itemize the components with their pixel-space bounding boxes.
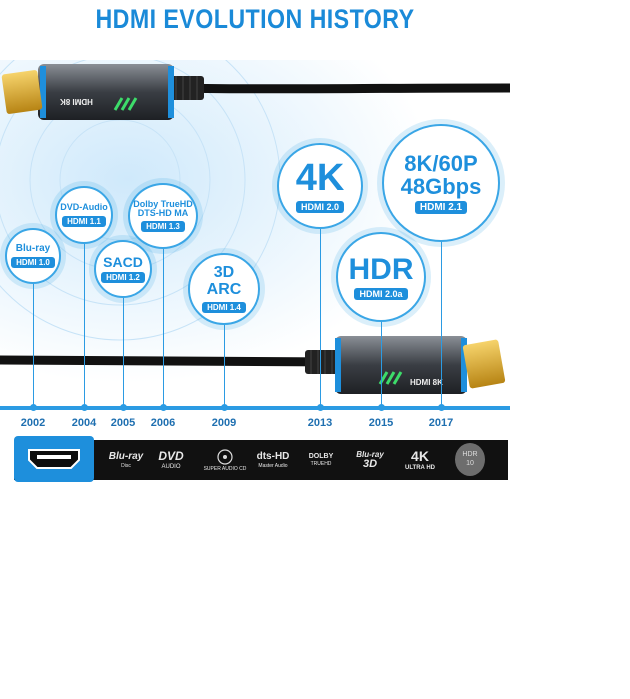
milestone-badge: HDMI 1.1 bbox=[62, 215, 106, 227]
timeline-dot bbox=[317, 404, 324, 411]
year-label: 2015 bbox=[368, 417, 394, 429]
page-title: HDMI EVOLUTION HISTORY bbox=[95, 4, 415, 34]
top-connector-label: HDMI 8K bbox=[60, 97, 93, 106]
year-label: 2005 bbox=[110, 417, 136, 429]
timeline-dot bbox=[120, 404, 127, 411]
milestone-title-line2: 48Gbps bbox=[400, 174, 482, 199]
stem-2017 bbox=[441, 240, 442, 407]
format-logo-bar bbox=[14, 440, 508, 480]
dolby-truehd-logo: DOLBY TRUEHD bbox=[308, 453, 334, 467]
stem-2004 bbox=[84, 232, 85, 407]
stem-2015 bbox=[381, 320, 382, 407]
milestone-badge: HDMI 1.0 bbox=[11, 257, 55, 269]
milestone-bubble-2017: 8K/60P 48Gbps HDMI 2.1 bbox=[382, 124, 500, 242]
milestone-bubble-2015: HDR HDMI 2.0a bbox=[336, 232, 426, 322]
milestone-bubble-2002: Blu-ray HDMI 1.0 bbox=[5, 228, 61, 284]
hdmi-port-icon bbox=[14, 436, 94, 482]
timeline-dot bbox=[221, 404, 228, 411]
top-connector-plug bbox=[1, 70, 43, 114]
dvd-audio-logo: DVD AUDIO bbox=[158, 449, 184, 470]
milestone-title: DVD-Audio bbox=[60, 202, 108, 213]
year-label: 2009 bbox=[211, 417, 237, 429]
timeline-dot bbox=[30, 404, 37, 411]
milestone-title: Blu-ray bbox=[15, 242, 51, 254]
bottom-cable bbox=[0, 355, 341, 367]
super-audio-cd-logo: SUPER AUDIO CD bbox=[200, 440, 250, 480]
top-cable-strain-relief bbox=[170, 76, 204, 100]
milestone-title: HDR bbox=[348, 252, 414, 286]
milestone-badge: HDMI 1.3 bbox=[141, 221, 185, 233]
milestone-title-line2: DTS-HD MA bbox=[137, 208, 189, 218]
bottom-connector-label: HDMI 8K bbox=[410, 378, 443, 387]
milestone-title: 4K bbox=[295, 156, 345, 199]
bottom-connector-plug bbox=[462, 339, 506, 389]
milestone-badge: HDMI 1.2 bbox=[101, 272, 145, 284]
year-label: 2017 bbox=[428, 417, 454, 429]
year-label: 2002 bbox=[20, 417, 46, 429]
bluray-disc-logo: Blu-ray Disc bbox=[108, 450, 144, 469]
stem-2005 bbox=[123, 285, 124, 407]
milestone-title-line1: 8K/60P bbox=[404, 150, 478, 176]
bluray-3d-logo: Blu-ray 3D bbox=[356, 449, 384, 470]
4k-ultra-hd-logo: 4K ULTRA HD bbox=[405, 448, 435, 471]
stem-2006 bbox=[163, 236, 164, 407]
milestone-bubble-2009: 3D ARC HDMI 1.4 bbox=[188, 253, 260, 325]
top-connector-body bbox=[38, 64, 174, 120]
stem-2002 bbox=[33, 277, 34, 407]
milestone-title-line1: Dolby TrueHD bbox=[133, 198, 193, 209]
milestone-bubble-2004: DVD-Audio HDMI 1.1 bbox=[55, 186, 113, 244]
milestone-title-line1: 3D bbox=[213, 264, 235, 282]
timeline-dot bbox=[160, 404, 167, 411]
stem-2013 bbox=[320, 226, 321, 407]
milestone-bubble-2013: 4K HDMI 2.0 bbox=[277, 143, 363, 229]
top-cable bbox=[169, 83, 510, 94]
stem-2009 bbox=[224, 323, 225, 407]
bottom-connector-body bbox=[335, 336, 467, 394]
timeline-bar bbox=[0, 404, 510, 411]
milestone-title: SACD bbox=[103, 253, 143, 270]
bottom-cable-strain-relief bbox=[305, 350, 339, 374]
dts-hd-logo: dts-HD Master Audio bbox=[256, 450, 290, 469]
timeline-dot bbox=[438, 404, 445, 411]
year-label: 2006 bbox=[150, 417, 176, 429]
milestone-badge: HDMI 1.4 bbox=[202, 301, 246, 313]
milestone-bubble-2006: Dolby TrueHD DTS-HD MA HDMI 1.3 bbox=[128, 183, 198, 249]
timeline-dot bbox=[81, 404, 88, 411]
hdr10-logo: HDR 10 bbox=[455, 443, 485, 476]
milestone-title-line2: ARC bbox=[206, 281, 242, 298]
timeline-dot bbox=[378, 404, 385, 411]
milestone-bubble-2005: SACD HDMI 1.2 bbox=[94, 240, 152, 298]
milestone-badge: HDMI 2.0a bbox=[354, 288, 408, 301]
milestone-badge: HDMI 2.0 bbox=[295, 201, 344, 214]
milestone-badge: HDMI 2.1 bbox=[414, 201, 468, 215]
year-label: 2004 bbox=[71, 417, 97, 429]
year-label: 2013 bbox=[307, 417, 333, 429]
sacd-disc-icon bbox=[217, 448, 233, 465]
